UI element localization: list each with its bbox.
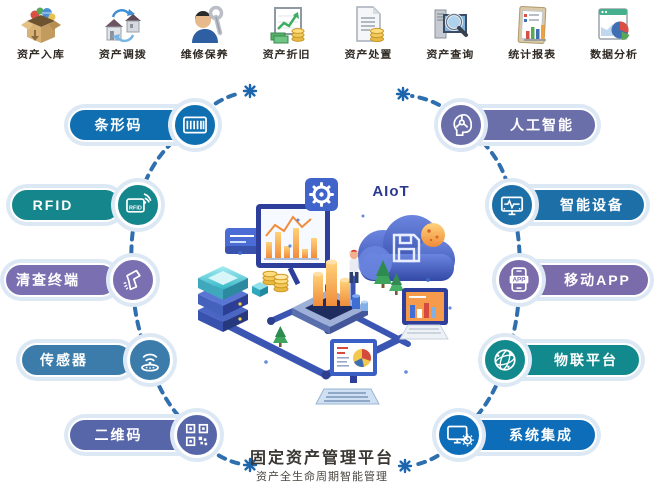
- module-label: 资产处置: [344, 49, 393, 61]
- module-label: 统计报表: [508, 49, 557, 61]
- module-label: 资产调拨: [98, 49, 147, 61]
- pill-inventory-terminal[interactable]: 清查终端: [4, 263, 118, 297]
- module-label: 维修保养: [180, 49, 229, 61]
- ai-head-icon[interactable]: [438, 102, 484, 148]
- qrcode-icon[interactable]: [174, 412, 220, 458]
- teal-cube: [252, 282, 268, 297]
- cloud-label: AIoT: [372, 183, 409, 200]
- asset-transfer-house-icon: [104, 9, 141, 43]
- rfid-icon-text: RFID: [129, 205, 142, 211]
- footer: 固定资产管理平台 资产全生命周期智能管理: [222, 450, 422, 483]
- smart-device-monitor-icon[interactable]: [489, 182, 535, 228]
- module-label: 数据分析: [590, 49, 639, 61]
- pill-label: 清查终端: [16, 272, 80, 288]
- dashboard-monitor: [256, 204, 330, 286]
- asset-inbound-box-icon: [20, 7, 61, 43]
- module-label: 资产折旧: [262, 49, 311, 61]
- report-clipboard-chart-icon: [517, 5, 547, 45]
- handheld-scanner-icon[interactable]: [110, 257, 156, 303]
- decor-dots: [238, 214, 452, 374]
- module-maintenance[interactable]: 维修保养: [164, 0, 246, 70]
- pill-label: 传感器: [40, 352, 88, 368]
- pill-label: RFID: [32, 197, 74, 213]
- orange-ball: [421, 223, 445, 247]
- iot-globe-icon[interactable]: [482, 337, 528, 383]
- pill-rfid[interactable]: RFID: [10, 188, 122, 222]
- module-report[interactable]: 统计报表: [491, 0, 573, 70]
- module-label: 资产查询: [426, 49, 475, 61]
- app-icon-text: APP: [512, 277, 526, 284]
- module-depreciation[interactable]: 资产折旧: [246, 0, 328, 70]
- coin-stacks: [262, 270, 289, 293]
- module-disposal[interactable]: 资产处置: [328, 0, 410, 70]
- server-stack: [198, 266, 248, 332]
- module-label: 资产入库: [16, 49, 65, 61]
- person-figure: [349, 249, 359, 283]
- gear-panel: [305, 178, 338, 211]
- query-computer-magnifier-icon: [434, 9, 469, 39]
- message-card: [225, 228, 261, 254]
- bar-cylinders: [313, 259, 350, 306]
- depreciation-chart-money-icon: [270, 7, 305, 44]
- pill-label: 系统集成: [509, 427, 573, 443]
- module-asset-inbound[interactable]: 资产入库: [0, 0, 82, 70]
- desktop-computer: [315, 339, 380, 405]
- diagram-subtitle: 资产全生命周期智能管理: [256, 471, 388, 483]
- data-platform: [292, 259, 368, 334]
- analysis-window-pie-icon: [598, 8, 630, 40]
- pill-label: 物联平台: [554, 352, 618, 368]
- system-integration-icon[interactable]: [436, 412, 482, 458]
- trees: [273, 260, 404, 347]
- rfid-card-icon[interactable]: RFID: [115, 182, 161, 228]
- mobile-app-icon[interactable]: APP: [496, 257, 542, 303]
- pill-sensor[interactable]: 传感器: [20, 343, 134, 377]
- pill-label: 条形码: [94, 117, 143, 133]
- pill-label: 二维码: [94, 427, 143, 443]
- center-illustration: AIoT: [198, 178, 455, 405]
- report-monitor: [399, 288, 449, 340]
- module-query[interactable]: 资产查询: [409, 0, 491, 70]
- repair-worker-wrench-icon: [191, 5, 223, 43]
- pill-label: 智能设备: [560, 197, 624, 213]
- wireless-sensor-icon[interactable]: [127, 337, 173, 383]
- disposal-document-coins-icon: [356, 6, 385, 43]
- storage-icon: [392, 233, 421, 263]
- module-analysis[interactable]: 数据分析: [573, 0, 655, 70]
- pill-label: 人工智能: [510, 117, 574, 133]
- module-row: 资产入库 资产调拨: [0, 0, 655, 70]
- module-asset-transfer[interactable]: 资产调拨: [82, 0, 164, 70]
- pill-label: 移动APP: [564, 272, 631, 288]
- starburst-icon: [395, 86, 411, 102]
- aiot-cloud: [358, 215, 455, 281]
- starburst-icon: [242, 83, 258, 99]
- barcode-icon[interactable]: [172, 102, 218, 148]
- diagram-title: 固定资产管理平台: [249, 450, 394, 467]
